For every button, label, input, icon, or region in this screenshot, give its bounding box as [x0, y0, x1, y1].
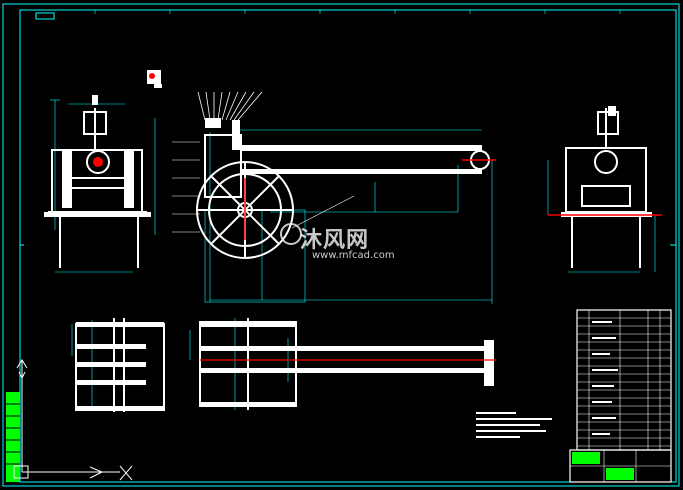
- title-block: [569, 309, 672, 483]
- ucs-icon: [13, 359, 133, 481]
- floating-part-symbol: [147, 70, 162, 88]
- middle-view: [172, 91, 496, 304]
- technical-notes: [476, 412, 552, 438]
- left-view: [44, 95, 156, 273]
- plan-view-middle: [189, 318, 496, 410]
- drawing-frame: [2, 3, 680, 487]
- revision-strip: [6, 392, 20, 482]
- plan-view-left: [71, 318, 165, 412]
- right-view: [547, 106, 662, 273]
- frame-ticks: [94, 10, 621, 14]
